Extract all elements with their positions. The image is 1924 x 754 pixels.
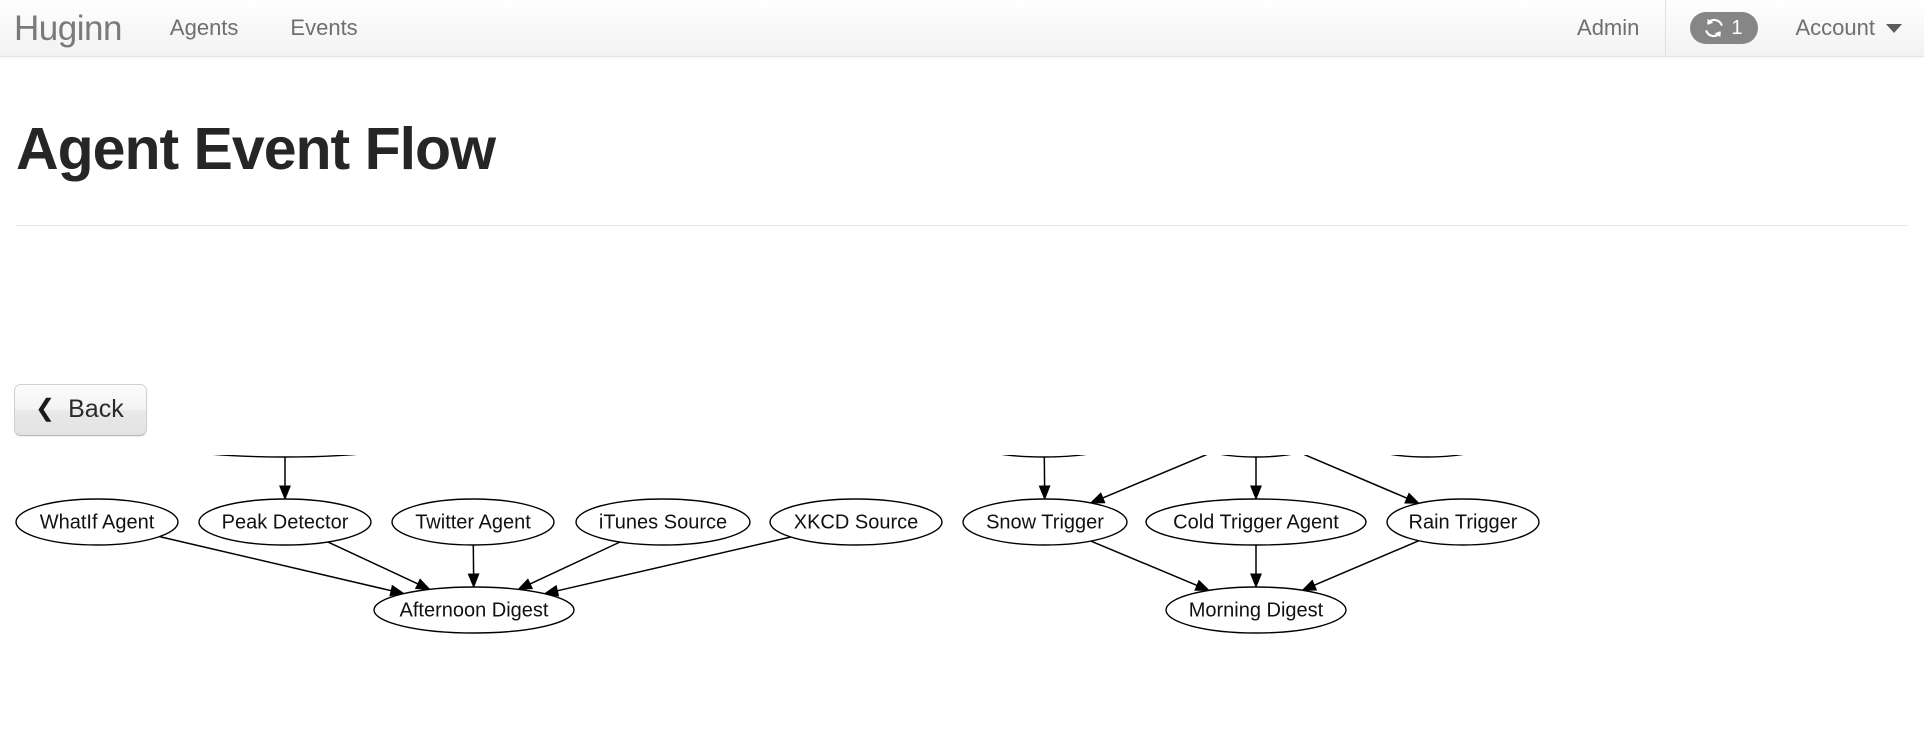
- graph-node-ellipse: [1145, 498, 1367, 546]
- graph-edge-arrowhead: [279, 485, 291, 501]
- graph-node-twitter_news_event_source[interactable]: Twitter News Event Source: [133, 455, 437, 458]
- graph-edge: [159, 535, 392, 592]
- worker-status-badge-wrapper[interactable]: 1: [1666, 0, 1781, 56]
- graph-edge: [327, 541, 419, 585]
- graph-node-label: Twitter Agent: [415, 511, 531, 533]
- graph-edges-layer: [159, 455, 1421, 597]
- graph-node-snow_trigger[interactable]: Snow Trigger: [962, 498, 1128, 546]
- account-dropdown-toggle[interactable]: Account: [1782, 0, 1924, 56]
- graph-edge-arrowhead: [1038, 485, 1051, 501]
- graph-edge: [1303, 455, 1408, 499]
- top-navbar: Huginn Agents Events Admin 1 Account: [0, 0, 1924, 57]
- graph-node-label: XKCD Source: [794, 511, 919, 533]
- graph-node-ellipse: [1220, 455, 1292, 458]
- graph-edge-arrowhead: [414, 578, 431, 590]
- graph-node-ellipse: [198, 498, 372, 546]
- graph-node-ellipse: [373, 586, 575, 634]
- graph-node-label: iTunes Source: [599, 511, 727, 533]
- graph-edge: [557, 536, 791, 592]
- graph-edge: [1090, 540, 1198, 587]
- graph-node-rain_trigger[interactable]: Rain Trigger: [1386, 498, 1540, 546]
- brand-logo-huginn[interactable]: Huginn: [14, 8, 122, 48]
- graph-node-afternoon_digest[interactable]: Afternoon Digest: [373, 586, 575, 634]
- graph-node-ellipse: [391, 498, 555, 546]
- graph-node-cold_trigger_agent[interactable]: Cold Trigger Agent: [1145, 498, 1367, 546]
- graph-node-ellipse: [1165, 586, 1347, 634]
- graph-edge-arrowhead: [1250, 573, 1262, 589]
- graph-edge: [1314, 540, 1420, 586]
- graph-node-label: WhatIf Agent: [40, 511, 155, 533]
- navbar-right-group: Admin 1 Account: [1551, 0, 1924, 56]
- agent-event-flow-graph: Twitter News Event SourceWhatIf Agent Pea…: [0, 455, 1924, 754]
- graph-node-morning_digest[interactable]: Morning Digest: [1165, 586, 1347, 634]
- graph-node-ellipse: [769, 498, 943, 546]
- graph-node-xkcd_source[interactable]: XKCD Source: [769, 498, 943, 546]
- graph-node-label: Snow Trigger: [986, 511, 1104, 533]
- page-container: Agent Event Flow ❮ Back Twitter News Eve…: [0, 57, 1924, 634]
- graph-node-ellipse: [1386, 498, 1540, 546]
- graph-node-twitter_agent[interactable]: Twitter Agent: [391, 498, 555, 546]
- navbar-spacer: [384, 0, 1551, 56]
- graph-node-ellipse: [962, 498, 1128, 546]
- graph-edge: [1102, 455, 1208, 499]
- graph-node-ellipse: [575, 498, 751, 546]
- graph-node-label: Cold Trigger Agent: [1173, 511, 1339, 533]
- graph-nodes-layer: Twitter News Event SourceWhatIf Agent Pea…: [15, 455, 1540, 634]
- graph-node-label: Afternoon Digest: [400, 599, 549, 621]
- status-badge-count: 1: [1731, 17, 1743, 39]
- graph-node-itunes_source[interactable]: iTunes Source: [575, 498, 751, 546]
- back-button[interactable]: ❮ Back: [14, 384, 147, 436]
- graph-node-ellipse: [1001, 455, 1087, 458]
- graph-edge-arrowhead: [1404, 492, 1421, 504]
- page-title: Agent Event Flow: [16, 116, 496, 182]
- chevron-left-icon: ❮: [35, 394, 56, 422]
- graph-node-sf_weather[interactable]: SF Weather: [1181, 455, 1331, 458]
- sync-icon: [1703, 17, 1725, 39]
- graph-edge-arrowhead: [517, 578, 534, 590]
- graph-edge-arrowhead: [1089, 492, 1106, 504]
- graph-edge-arrowhead: [1250, 485, 1262, 501]
- graph-edge: [529, 541, 621, 585]
- status-badge[interactable]: 1: [1690, 12, 1758, 44]
- nav-link-admin[interactable]: Admin: [1577, 15, 1640, 40]
- title-divider: [16, 224, 1908, 226]
- graph-node-label: Morning Digest: [1189, 599, 1324, 621]
- account-label: Account: [1795, 15, 1876, 40]
- navbar-left-group: Huginn Agents Events: [0, 0, 384, 56]
- graph-edge-arrowhead: [1194, 579, 1211, 591]
- graph-node-label: Rain Trigger: [1409, 511, 1518, 533]
- graph-node-ellipse: [213, 455, 357, 458]
- navbar-divider: [1665, 0, 1667, 56]
- graph-node-ellipse: [15, 498, 179, 546]
- nav-link-events[interactable]: Events: [290, 15, 358, 40]
- graph-node-home_weather[interactable]: Home Weather: [954, 455, 1134, 458]
- graph-node-whatif_agent[interactable]: WhatIf Agent: [15, 498, 179, 546]
- graph-node-peak_detector[interactable]: Peak Detector: [198, 498, 372, 546]
- graph-canvas: Twitter News Event SourceWhatIf Agent Pea…: [15, 455, 1540, 634]
- graph-edge-arrowhead: [1301, 579, 1318, 591]
- graph-node-my_location[interactable]: My Location: [1350, 455, 1504, 458]
- nav-link-agents[interactable]: Agents: [169, 15, 239, 40]
- graph-node-ellipse: [1390, 455, 1464, 458]
- back-button-label: Back: [68, 395, 124, 423]
- chevron-down-icon: [1886, 23, 1902, 33]
- graph-node-label: Peak Detector: [222, 511, 349, 533]
- graph-edge-arrowhead: [467, 573, 480, 589]
